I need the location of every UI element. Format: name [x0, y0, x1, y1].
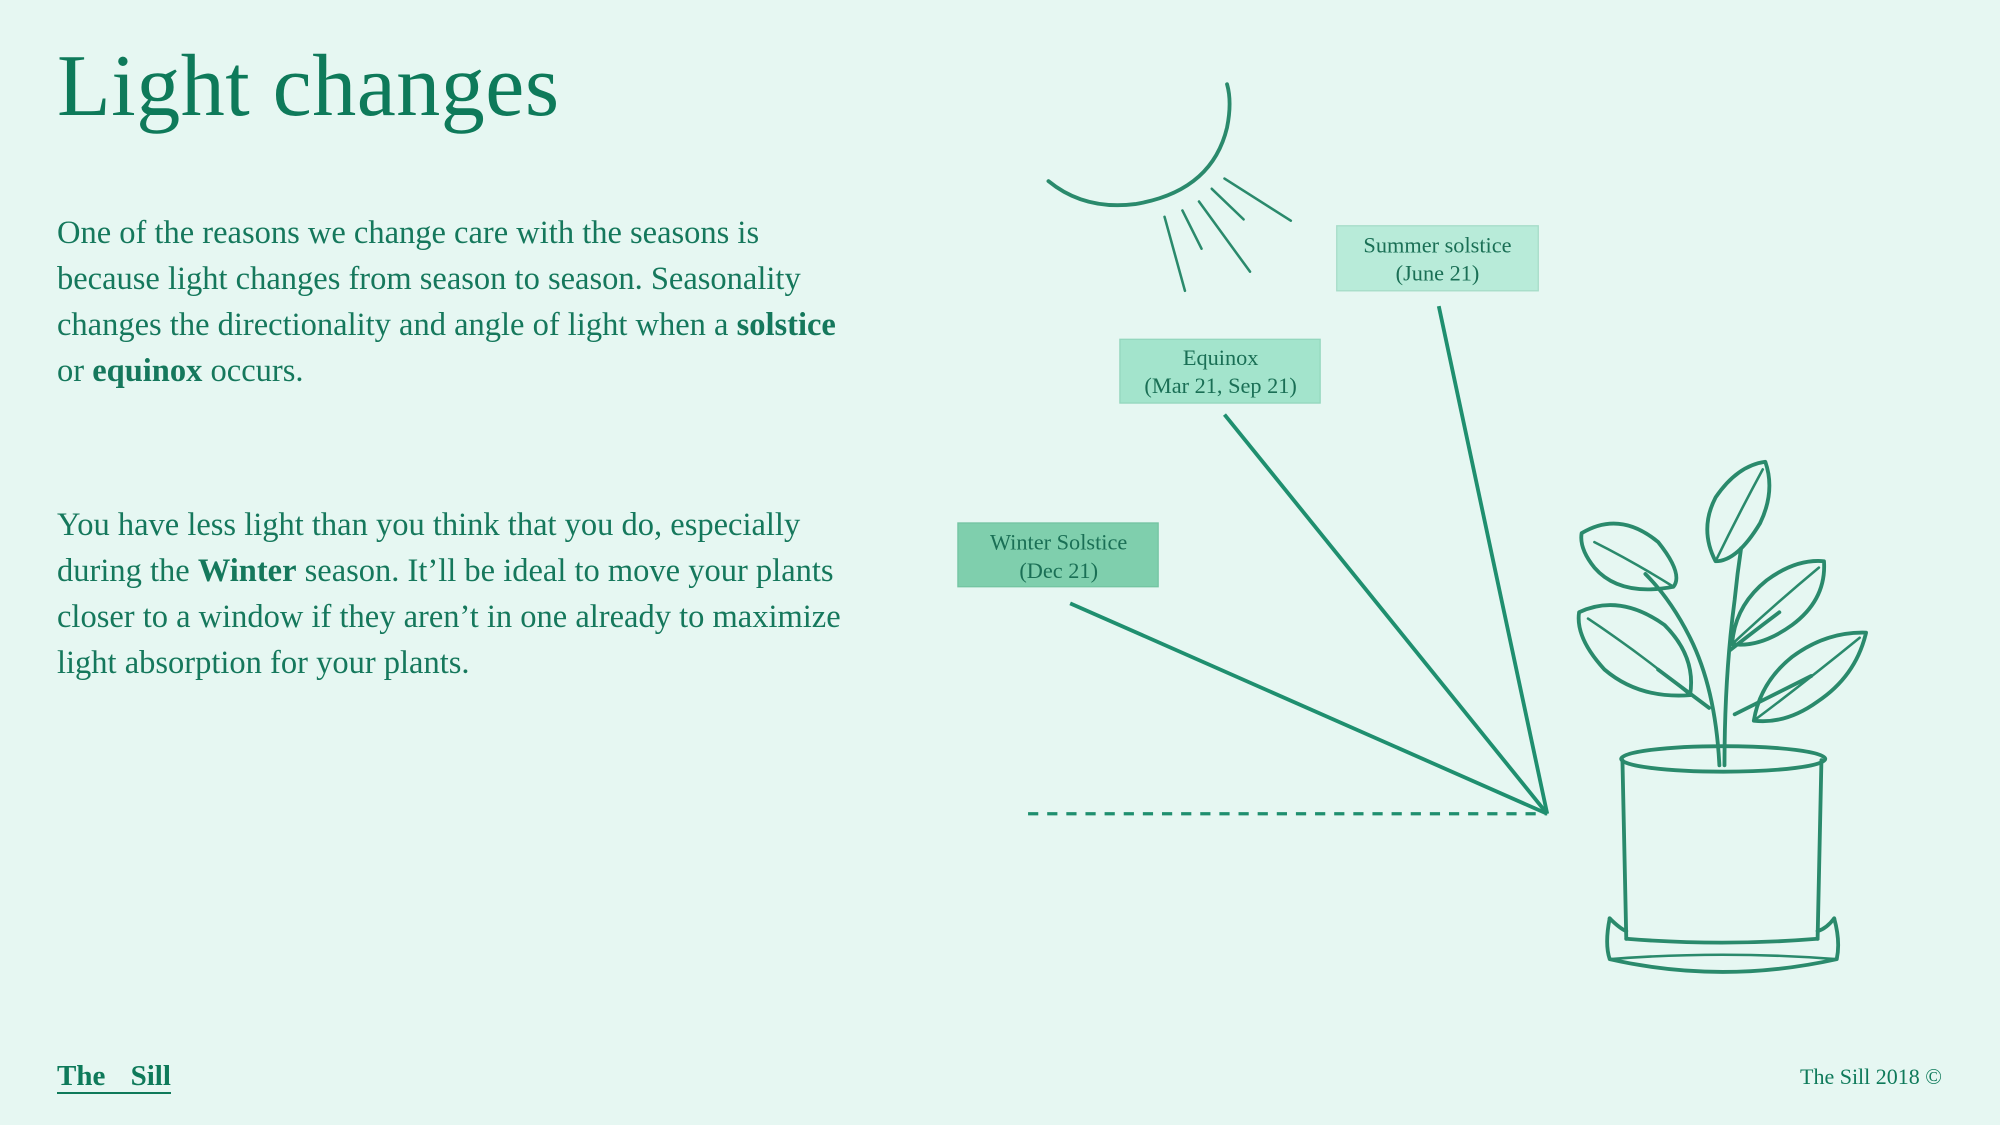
winter-ray: [1069, 601, 1548, 816]
label-date: (Mar 21, Sep 21): [1144, 373, 1296, 398]
potted-plant-icon: [1576, 459, 1868, 974]
sun-icon: [1046, 82, 1293, 293]
intro-paragraph: One of the reasons we change care with t…: [57, 210, 857, 394]
label-text: Summer solstice: [1363, 233, 1511, 258]
label-text: Equinox: [1183, 345, 1259, 370]
winter-label: Winter Solstice (Dec 21): [957, 522, 1159, 588]
summer-label: Summer solstice (June 21): [1336, 225, 1539, 292]
equinox-ray: [1223, 413, 1549, 815]
bold-solstice: solstice: [736, 307, 836, 343]
summer-ray: [1436, 305, 1550, 815]
page-title: Light changes: [57, 38, 560, 135]
light-rays: [1028, 305, 1550, 816]
bold-equinox: equinox: [92, 353, 203, 389]
copyright: The Sill 2018 ©: [1800, 1064, 1942, 1089]
text: season. It’ll be ideal to move your plan…: [57, 553, 841, 681]
brand-logo-link[interactable]: The Sill: [57, 1060, 171, 1094]
text: occurs.: [202, 353, 304, 389]
bold-winter: Winter: [197, 553, 297, 589]
label-text: Winter Solstice: [990, 530, 1127, 555]
advice-paragraph: You have less light than you think that …: [57, 502, 857, 686]
equinox-label: Equinox (Mar 21, Sep 21): [1119, 338, 1321, 404]
text: One of the reasons we change care with t…: [57, 215, 801, 343]
text: or: [57, 353, 93, 389]
label-date: (Dec 21): [1019, 558, 1098, 583]
label-date: (June 21): [1396, 261, 1480, 286]
text: You have less light than you think that …: [57, 507, 801, 589]
